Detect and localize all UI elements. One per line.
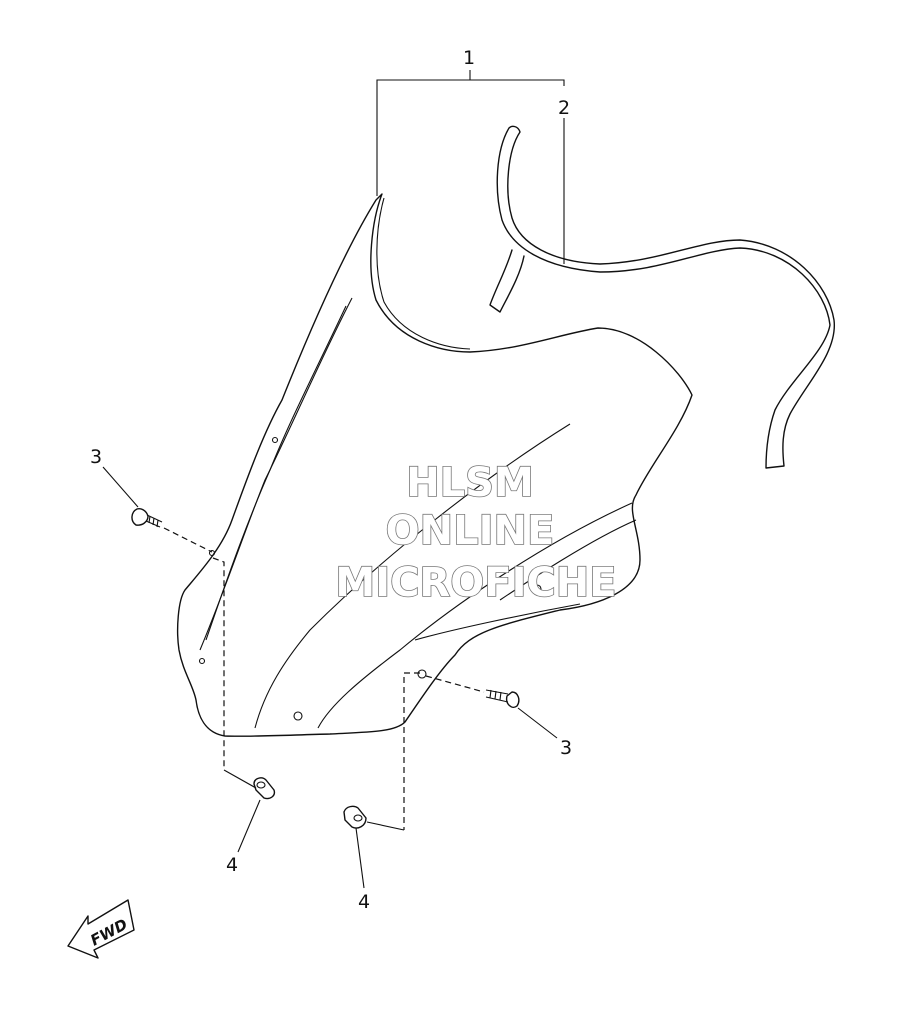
screw-left-head — [131, 508, 149, 526]
mount-hole-upper-left — [271, 436, 279, 444]
watermark-line-1: HLSM — [406, 460, 534, 506]
callout-3-left: 3 — [90, 446, 102, 468]
mount-hole-right — [532, 584, 542, 594]
windshield-contour-1 — [254, 423, 571, 729]
callout-3-right: 3 — [560, 737, 572, 759]
left-grommet-guide — [212, 557, 225, 770]
mount-hole-lower-right — [417, 669, 427, 679]
screw-right[interactable] — [485, 689, 520, 708]
callout-1-bracket — [376, 79, 565, 196]
mount-hole-lower — [293, 711, 303, 721]
grommet-right-hole — [353, 814, 363, 822]
callout-4-left-leader — [237, 799, 261, 853]
grommet-left-body — [253, 777, 276, 800]
screw-right-shank — [485, 689, 509, 703]
windshield-contour-3 — [414, 603, 581, 641]
trim-strip-outer — [496, 125, 835, 469]
screw-right-guide — [425, 675, 485, 693]
windshield-top-rim — [376, 197, 471, 350]
watermark-line-2: ONLINE — [386, 508, 555, 554]
trim-strip[interactable] — [489, 125, 835, 469]
callout-4-right: 4 — [358, 891, 370, 913]
fwd-arrow-shape — [67, 899, 135, 959]
grommet-left[interactable] — [253, 777, 276, 800]
callout-2: 2 — [558, 97, 570, 119]
callout-4-left: 4 — [226, 854, 238, 876]
grommet-left-hole — [256, 781, 266, 789]
grommet-right-body — [343, 805, 367, 829]
trim-strip-tail — [489, 249, 525, 313]
fwd-arrow-icon: FWD — [67, 899, 135, 959]
windshield-outline — [176, 193, 693, 737]
callout-1: 1 — [463, 47, 475, 69]
right-grommet-guide — [403, 672, 420, 830]
windshield-left-crease — [199, 297, 353, 651]
screw-left-shank — [145, 514, 163, 528]
callout-4-right-leader — [355, 827, 365, 889]
callout-3-right-leader — [517, 707, 558, 739]
windshield-contour-4 — [499, 519, 637, 601]
left-grommet-leader — [223, 769, 257, 789]
screw-left-guide — [163, 527, 213, 553]
callout-3-left-leader — [102, 466, 139, 508]
mount-hole-left-lower — [198, 657, 206, 665]
screw-left[interactable] — [131, 508, 163, 528]
mount-hole-left — [208, 549, 216, 557]
grommet-right[interactable] — [343, 805, 367, 829]
windshield-left-crease-2 — [205, 305, 347, 641]
screw-right-head — [505, 691, 520, 708]
watermark-line-3: MICROFICHE — [335, 560, 616, 606]
right-grommet-leader — [366, 821, 405, 831]
windshield-contour-2 — [317, 502, 633, 729]
windshield[interactable] — [176, 193, 693, 737]
